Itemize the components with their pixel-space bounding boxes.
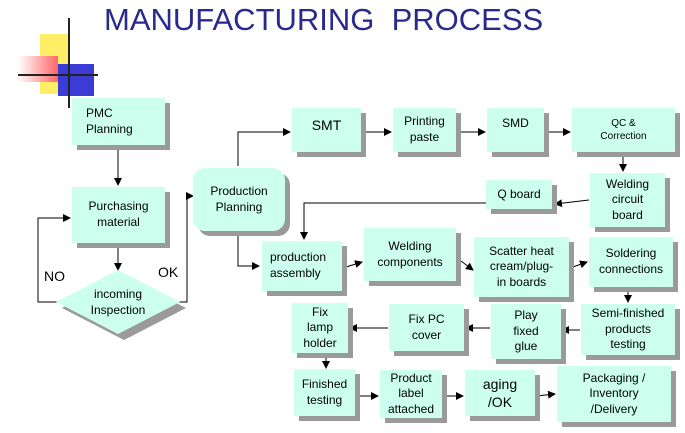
arrow-prodplan-assembly: [237, 231, 260, 270]
decor-horizontal-line: [18, 74, 98, 76]
arrow-qboard-assembly: [300, 202, 486, 240]
decor-vertical-line: [68, 18, 70, 108]
arrow-assembly-welding-comp: [342, 260, 363, 269]
arrow-prodplan-smt: [237, 128, 291, 166]
node-product-label-attached: Product label attached: [380, 370, 442, 418]
arrow-scatter-soldering: [569, 260, 588, 269]
node-soldering-connections: Soldering connections: [589, 237, 673, 287]
node-purchasing-material: Purchasing material: [72, 187, 165, 243]
node-packaging-inventory-delivery: Packaging / Inventory /Delivery: [557, 366, 671, 422]
decor-blue-square: [58, 64, 94, 96]
node-finished-testing: Finished testing: [294, 369, 355, 416]
node-smt: SMT: [292, 108, 361, 152]
node-production-planning: Production Planning: [193, 168, 285, 231]
arrow-weldcomp-scatter: [456, 257, 474, 271]
decor-red-square: [18, 56, 58, 82]
node-semi-finished-testing: Semi-finished products testing: [581, 304, 675, 355]
node-fix-lamp-holder: Fix lamp holder: [292, 303, 348, 353]
label-no: NO: [44, 268, 65, 284]
node-production-assembly: production assembly: [262, 241, 342, 291]
arrow-welding-qboard: [554, 199, 590, 208]
node-aging-ok: aging /OK: [465, 370, 535, 416]
inspection-diamond: [56, 270, 180, 334]
node-q-board: Q board: [486, 180, 552, 209]
node-fix-pc-cover: Fix PC cover: [389, 304, 464, 351]
arrow-aging-packaging: [535, 390, 556, 399]
page-title: MANUFACTURING PROCESS: [104, 2, 544, 37]
node-play-fixed-glue: Play fixed glue: [491, 304, 561, 359]
node-incoming-inspection: incoming Inspection: [90, 287, 146, 317]
node-pmc-planning: PMC Planning: [72, 98, 165, 145]
node-welding-components: Welding components: [364, 228, 456, 281]
arrow-ok: [178, 192, 194, 303]
node-printing-paste: Printing paste: [393, 108, 456, 152]
node-welding-circuit-board: Welding circuit board: [590, 173, 665, 227]
arrow-no-loop: [37, 214, 71, 303]
node-qc-correction: QC & Correction: [572, 108, 675, 152]
label-ok: OK: [158, 264, 179, 280]
node-scatter-heat-cream: Scatter heat cream/plug- in boards: [474, 237, 569, 297]
node-smd: SMD: [487, 108, 544, 152]
